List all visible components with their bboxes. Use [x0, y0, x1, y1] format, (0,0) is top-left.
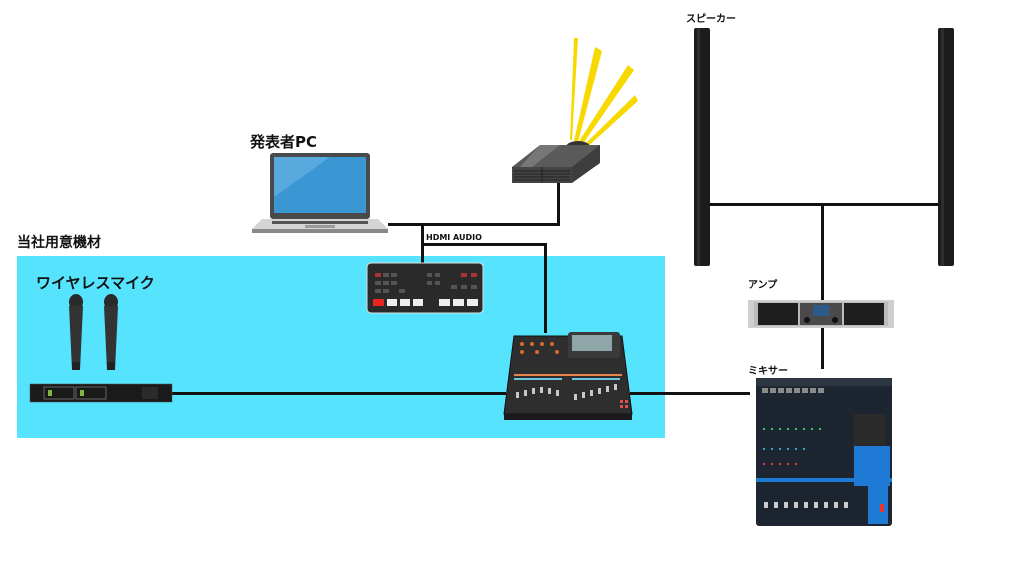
presenter-pc-label: 発表者PC — [250, 133, 318, 151]
cable-pc-to-projector-v — [557, 180, 560, 226]
cable-mixer-to-amp — [821, 327, 824, 369]
analog-mixer-icon — [756, 378, 892, 526]
wireless-receiver-icon — [29, 383, 173, 403]
amplifier-icon — [748, 300, 894, 328]
analog-mixer-label: ミキサー — [748, 366, 788, 377]
laptop-icon — [252, 153, 388, 233]
video-switcher-icon — [366, 262, 484, 314]
zone-label: 当社用意機材 — [17, 235, 101, 251]
digital-mixer-icon — [503, 332, 633, 420]
cable-amp-to-speakers — [821, 203, 824, 301]
speaker-left-icon — [694, 28, 710, 266]
cable-hdmi-audio-v — [544, 243, 547, 333]
cable-pc-to-projector-h — [388, 223, 560, 226]
cable-digital-to-analog-mixer — [630, 392, 750, 395]
cable-mic-to-mixer — [170, 392, 506, 395]
projector-icon — [512, 38, 638, 183]
speaker-right-icon — [938, 28, 954, 266]
cable-speakers-h — [708, 203, 942, 206]
speakers-label: スピーカー — [686, 14, 736, 25]
wireless-mic-label: ワイヤレスマイク — [36, 274, 155, 292]
cable-hdmi-audio-h — [421, 243, 547, 246]
microphone-icon — [69, 294, 83, 370]
microphone-icon — [104, 294, 118, 370]
amplifier-label: アンプ — [748, 280, 778, 291]
hdmi-audio-label: HDMI AUDIO — [426, 233, 482, 242]
